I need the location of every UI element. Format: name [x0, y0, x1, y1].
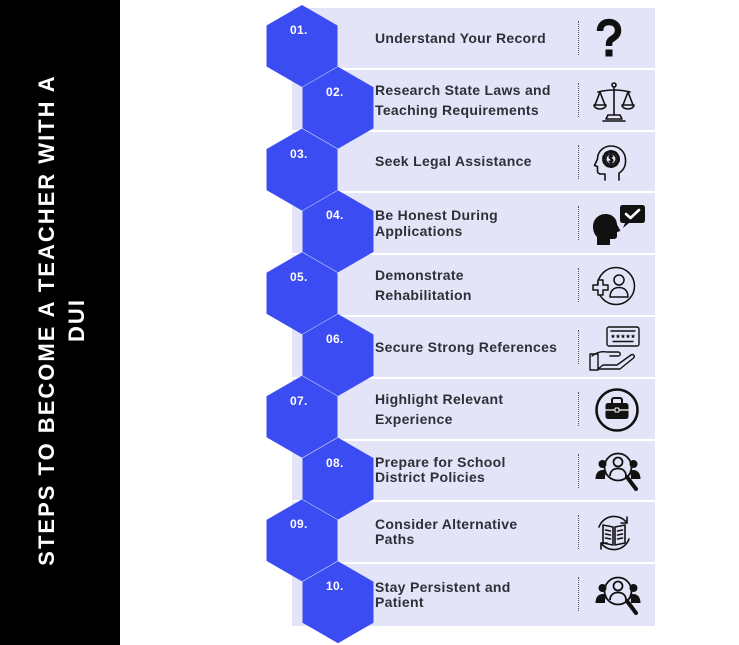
step-label-line: Demonstrate	[375, 267, 464, 284]
dotted-divider	[578, 144, 579, 179]
dotted-divider	[578, 206, 579, 241]
title-line-2: DUI	[64, 298, 89, 342]
title-line-1: STEPS TO BECOME A TEACHER WITH A	[34, 74, 59, 566]
book-cycle-icon	[594, 512, 634, 554]
step-label-line: Prepare for School	[375, 454, 506, 471]
dotted-divider	[578, 268, 579, 303]
hand-rating-card-icon	[589, 325, 641, 371]
step-label-line: District Policies	[375, 469, 486, 486]
dotted-divider	[578, 515, 579, 550]
step-label-line: Secure Strong References	[375, 338, 558, 355]
dotted-divider	[578, 577, 579, 612]
step-row-6: Secure Strong References	[292, 317, 655, 379]
dotted-divider	[578, 453, 579, 488]
step-label-line: Experience	[375, 410, 453, 427]
step-label-line: Teaching Requirements	[375, 101, 539, 118]
head-gear-icon	[591, 142, 631, 182]
step-label-line: Consider Alternative	[375, 516, 518, 533]
step-label-line: Stay Persistent and	[375, 579, 511, 596]
question-mark-icon	[594, 18, 624, 59]
step-label: Secure Strong References	[375, 317, 570, 377]
speaking-person-check-icon	[592, 203, 646, 246]
briefcase-icon	[594, 387, 640, 433]
step-label: Understand Your Record	[375, 8, 570, 68]
step-label-line: Seek Legal Assistance	[375, 153, 532, 170]
step-label-line: Be Honest During	[375, 207, 499, 224]
dotted-divider	[578, 330, 579, 364]
step-label-line: Rehabilitation	[375, 287, 472, 304]
step-label-line: Paths	[375, 531, 415, 548]
people-search-icon	[595, 572, 641, 618]
dotted-divider	[578, 391, 579, 426]
step-label: Seek Legal Assistance	[375, 132, 570, 192]
step-label-line: Patient	[375, 594, 424, 611]
dotted-divider	[578, 21, 579, 55]
sidebar: STEPS TO BECOME A TEACHER WITH A DUI	[0, 0, 120, 645]
step-row-3: Seek Legal Assistance	[292, 131, 655, 194]
medical-person-icon	[592, 266, 636, 306]
step-label-line: Research State Laws and	[375, 81, 551, 98]
dotted-divider	[578, 82, 579, 117]
step-label-line: Highlight Relevant	[375, 390, 504, 407]
step-label-line: Understand Your Record	[375, 29, 546, 46]
step-row-1: Understand Your Record	[292, 8, 655, 70]
page-title: STEPS TO BECOME A TEACHER WITH A DUI	[32, 50, 92, 590]
scales-of-justice-icon	[592, 79, 636, 123]
people-search-icon	[595, 448, 641, 494]
step-label-line: Applications	[375, 223, 463, 240]
